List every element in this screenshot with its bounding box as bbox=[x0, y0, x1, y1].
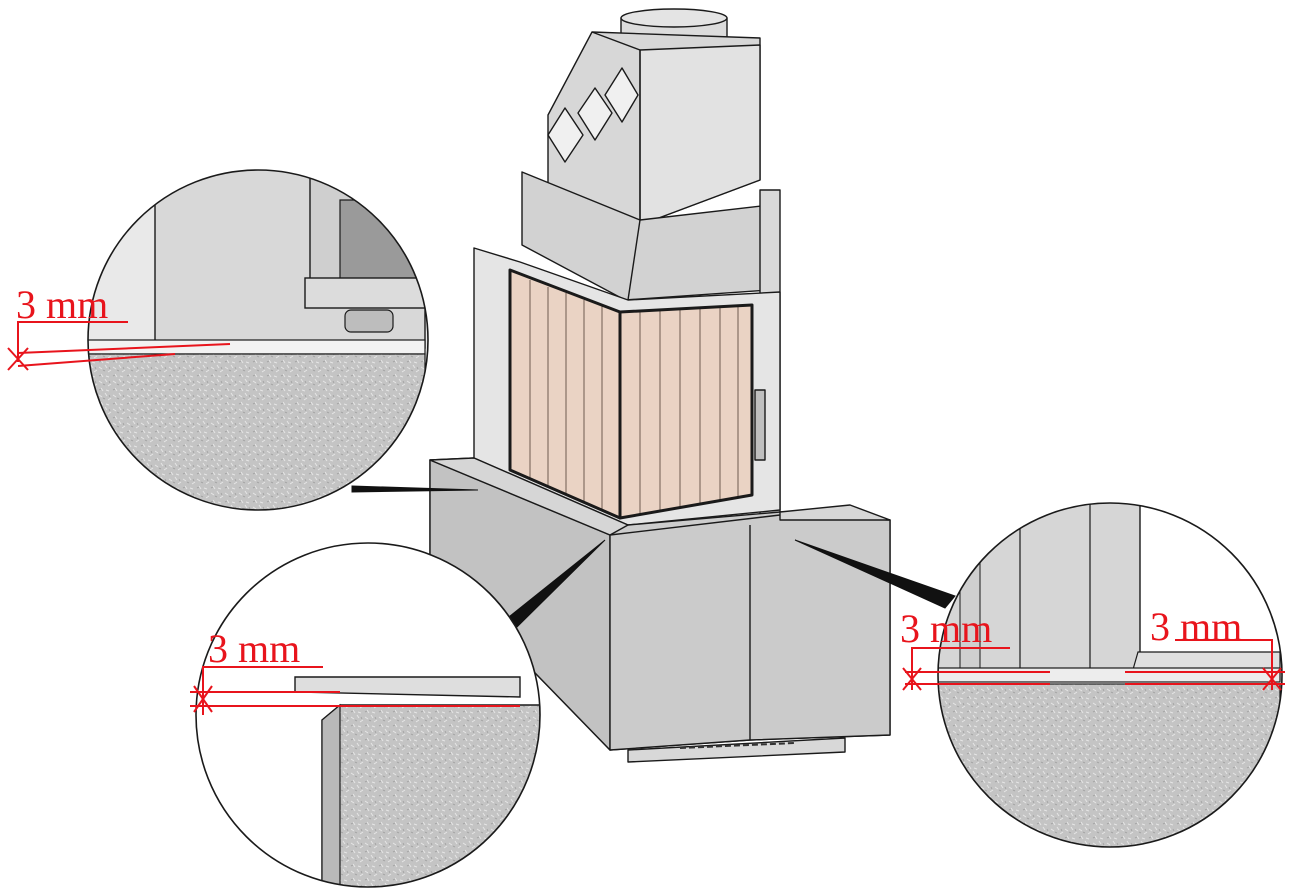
dimension-bottom-left bbox=[190, 666, 520, 715]
leader-wedges bbox=[351, 485, 956, 629]
fireplace-unit bbox=[429, 8, 891, 763]
dimension-right-right bbox=[1125, 639, 1285, 691]
door-handle bbox=[754, 389, 766, 461]
dimension-label-right-right: 3 mm bbox=[1150, 604, 1242, 649]
dimension-right-left bbox=[902, 647, 1050, 691]
detail-top-left bbox=[87, 169, 429, 511]
dimension-label-bottom-left: 3 mm bbox=[208, 626, 300, 671]
dimension-label-right-left: 3 mm bbox=[900, 606, 992, 651]
detail-right bbox=[937, 502, 1283, 848]
convection-hood bbox=[547, 31, 761, 226]
stone-base bbox=[429, 457, 891, 763]
dimension-top-left bbox=[7, 321, 231, 371]
dimension-label-top-left: 3 mm bbox=[16, 282, 108, 327]
firebox bbox=[473, 247, 781, 526]
